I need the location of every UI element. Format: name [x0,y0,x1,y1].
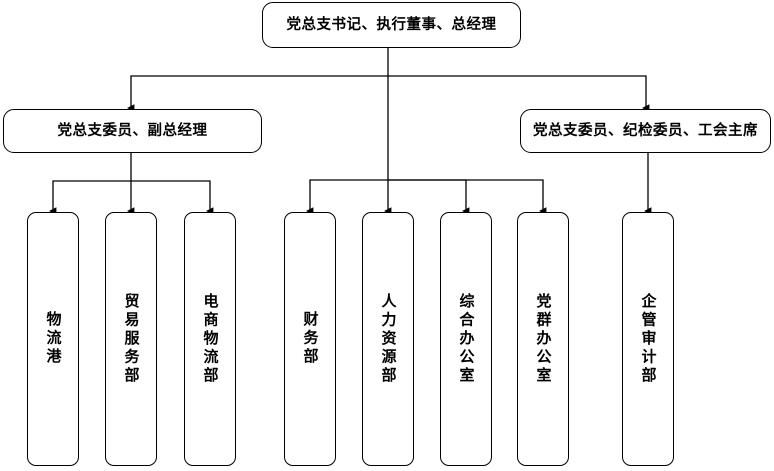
node-deputy-general-manager[interactable]: 党总支委员、副总经理 [3,109,262,153]
node-label: 贸易服务部 [122,292,140,386]
node-label: 企管审计部 [639,292,657,386]
node-trade-service-dept[interactable]: 贸易服务部 [105,212,157,466]
node-logistics-port[interactable]: 物流港 [27,212,79,466]
node-top-party-secretary[interactable]: 党总支书记、执行董事、总经理 [262,2,521,48]
node-finance-dept[interactable]: 财务部 [284,212,336,466]
node-human-resources-dept[interactable]: 人力资源部 [362,212,414,466]
node-ecommerce-logistics-dept[interactable]: 电商物流部 [184,212,236,466]
node-general-office[interactable]: 综合办公室 [440,212,492,466]
node-label: 党总支委员、副总经理 [57,122,208,139]
edge-n1-to-n7 [306,179,388,215]
node-label: 综合办公室 [457,292,475,386]
edge-n2-to-n6 [131,180,214,215]
edge-n1-to-n10 [388,179,547,215]
node-label: 电商物流部 [201,292,219,386]
node-label: 人力资源部 [379,292,397,386]
node-label: 财务部 [301,311,319,367]
edge-n1-to-n9 [388,179,470,215]
node-label: 党总支书记、执行董事、总经理 [286,16,497,33]
node-label: 党总支委员、纪检委员、工会主席 [533,122,758,139]
edge-n2-to-n4 [49,180,131,215]
node-enterprise-audit-dept[interactable]: 企管审计部 [622,212,674,466]
edge-n1-to-n3 [388,75,650,112]
node-discipline-union-chair[interactable]: 党总支委员、纪检委员、工会主席 [520,109,771,153]
node-label: 党群办公室 [534,292,552,386]
node-party-mass-office[interactable]: 党群办公室 [517,212,569,466]
node-label: 物流港 [44,311,62,367]
edge-n1-to-n2 [127,75,388,112]
